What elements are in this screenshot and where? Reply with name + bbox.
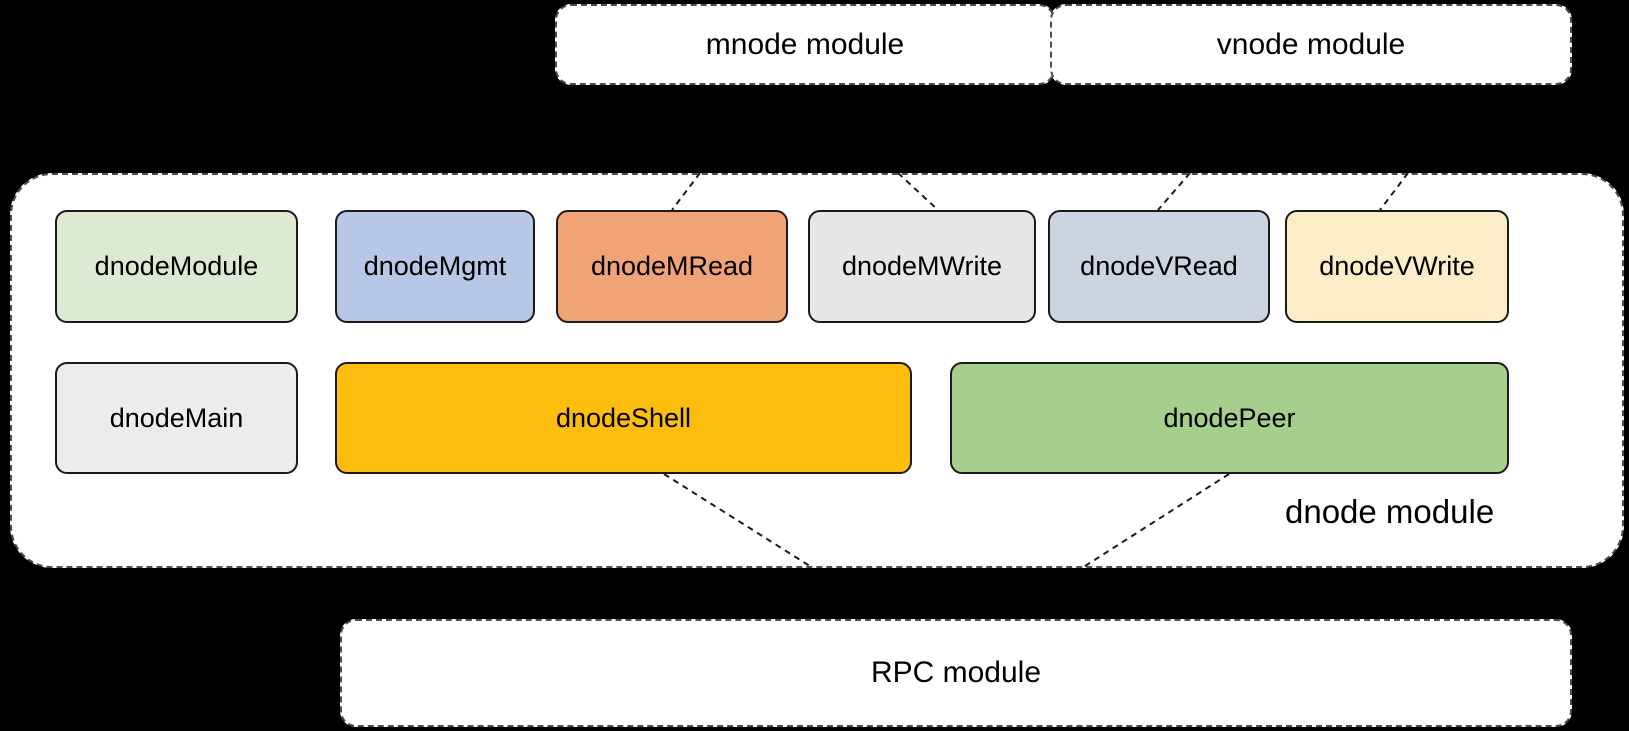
vnode-module-box[interactable]: vnode module [1050,4,1572,85]
component-label-dnodeShell: dnodeShell [555,402,692,433]
component-label-dnodeMRead: dnodeMRead [590,251,754,281]
mnode-module-label: mnode module [705,27,905,61]
component-box-dnodeVWrite[interactable]: dnodeVWrite [1285,210,1509,323]
component-box-dnodePeer[interactable]: dnodePeer [950,362,1509,474]
component-box-dnodeMgmt[interactable]: dnodeMgmt [335,210,535,323]
component-label-dnodeModule: dnodeModule [94,251,259,281]
component-box-dnodeVRead[interactable]: dnodeVRead [1048,210,1270,323]
component-label-dnodeVRead: dnodeVRead [1080,251,1238,281]
component-box-dnodeModule[interactable]: dnodeModule [55,210,298,323]
component-label-dnodeMain: dnodeMain [109,402,244,433]
component-box-dnodeMWrite[interactable]: dnodeMWrite [808,210,1036,323]
vnode-module-label: vnode module [1216,27,1406,61]
rpc-module-box[interactable]: RPC module [340,619,1572,727]
component-label-dnodePeer: dnodePeer [1163,402,1296,433]
component-box-dnodeMain[interactable]: dnodeMain [55,362,298,474]
rpc-module-label: RPC module [870,656,1042,689]
component-label-dnodeVWrite: dnodeVWrite [1319,251,1475,281]
dnode-module-caption: dnode module [1285,493,1495,530]
component-label-dnodeMWrite: dnodeMWrite [841,251,1003,281]
component-box-dnodeMRead[interactable]: dnodeMRead [556,210,788,323]
component-box-dnodeShell[interactable]: dnodeShell [335,362,912,474]
mnode-module-box[interactable]: mnode module [555,4,1055,85]
component-label-dnodeMgmt: dnodeMgmt [363,251,507,281]
